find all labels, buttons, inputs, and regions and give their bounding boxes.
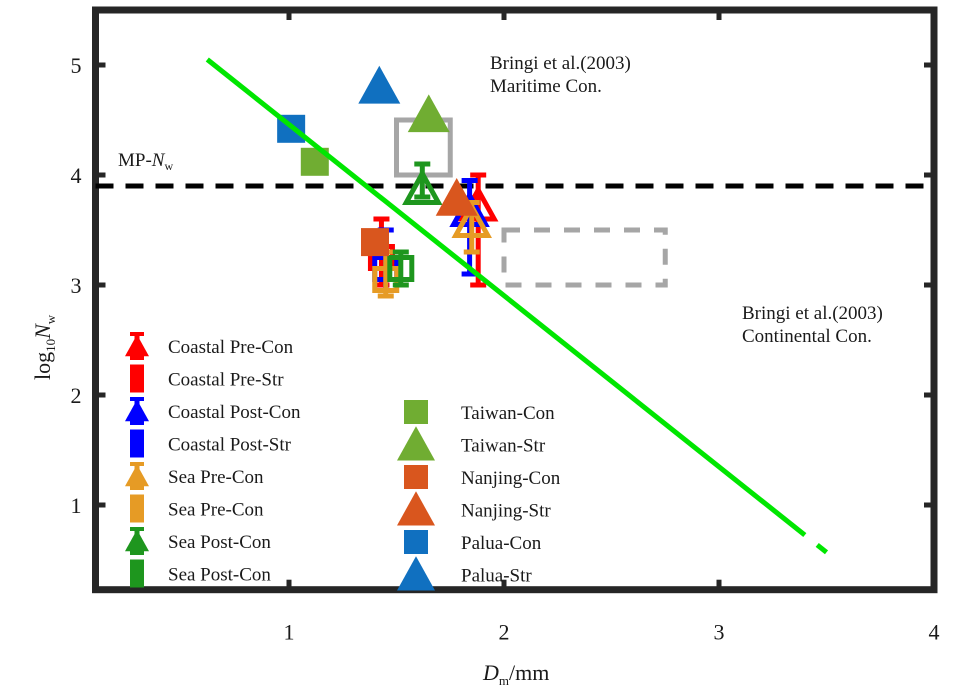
square-marker	[387, 255, 415, 282]
y-tick-label: 1	[71, 493, 82, 518]
x-tick-label: 4	[929, 620, 940, 645]
annotation-maritime-line1: Bringi et al.(2003)	[490, 53, 631, 74]
legend-label: Coastal Pre-Con	[168, 337, 294, 358]
legend-label: Coastal Post-Str	[168, 435, 292, 456]
legend-item: Nanjing-Con	[404, 465, 561, 489]
y-axis-title: log10Nw	[30, 314, 58, 380]
legend-label: Sea Post-Con	[168, 565, 271, 586]
legend-label: Palua-Con	[461, 533, 542, 554]
data-point-taiwan-str	[407, 94, 450, 133]
legend-label: Nanjing-Con	[461, 468, 561, 489]
legend-label: Coastal Post-Con	[168, 402, 301, 423]
legend-label: Taiwan-Con	[461, 403, 555, 424]
x-tick-label: 3	[714, 620, 725, 645]
legend-label: Palua-Str	[461, 566, 532, 587]
legend-item: Coastal Pre-Str	[130, 364, 284, 393]
triangle-marker	[402, 168, 443, 205]
legend-label: Taiwan-Str	[461, 436, 546, 457]
x-tick-label: 1	[284, 620, 295, 645]
y-tick-label: 2	[71, 383, 82, 408]
data-point-sea-post-con-square	[387, 249, 415, 288]
legend-triangle-marker	[125, 399, 149, 422]
legend-item: Taiwan-Str	[397, 426, 546, 461]
legend-item: Sea Pre-Con	[130, 494, 264, 523]
data-marks	[205, 57, 829, 555]
legend-triangle-marker	[125, 464, 149, 487]
continental-reference-box	[501, 227, 668, 288]
annotation-continental-line2: Continental Con.	[742, 326, 872, 347]
x-axis-title: Dm/mm	[482, 660, 549, 688]
legend-item: Nanjing-Str	[397, 491, 551, 526]
legend-item: Sea Pre-Con	[125, 462, 264, 490]
legend-square-marker	[404, 400, 428, 424]
axis-ticks: 1 2 3 4 1 2 3 4 5	[71, 10, 940, 645]
annotation-maritime-line2: Maritime Con.	[490, 76, 602, 97]
y-tick-label: 5	[71, 53, 82, 78]
legend-item: Palua-Str	[397, 556, 532, 591]
legend-label: Nanjing-Str	[461, 501, 551, 522]
data-point-sea-post-con-triangle	[402, 161, 443, 205]
legend-label: Sea Pre-Con	[168, 500, 264, 521]
legend-item: Sea Post-Con	[125, 527, 271, 555]
legend-item: Palua-Con	[404, 530, 542, 554]
y-tick-label: 4	[71, 163, 82, 188]
legend-square-marker	[130, 498, 144, 519]
legend-item: Coastal Post-Con	[125, 397, 301, 425]
legend-triangle-marker	[125, 334, 149, 357]
legend-item: Taiwan-Con	[404, 400, 555, 424]
data-point-nanjing-str	[435, 177, 478, 216]
legend-square-marker	[130, 563, 144, 584]
annotation-continental-line1: Bringi et al.(2003)	[742, 303, 883, 324]
legend-triangle-marker	[125, 529, 149, 552]
fit-line-end-segment	[815, 542, 829, 555]
legend-label: Sea Pre-Con	[168, 467, 264, 488]
x-tick-label: 2	[499, 620, 510, 645]
data-point-palua-str	[358, 65, 401, 104]
legend-triangle-marker	[397, 556, 435, 591]
legend-square-marker	[130, 433, 144, 454]
legend-label: Coastal Pre-Str	[168, 370, 284, 391]
legend-item: Coastal Pre-Con	[125, 332, 294, 360]
data-point-nanjing-con	[361, 228, 389, 257]
y-tick-label: 3	[71, 273, 82, 298]
legend-square-marker	[130, 368, 144, 389]
plot-frame	[92, 6, 938, 594]
legend-item: Sea Post-Con	[130, 559, 271, 588]
legend-item: Coastal Post-Str	[130, 429, 292, 458]
legend-square-marker	[404, 530, 428, 554]
legend-triangle-marker	[397, 426, 435, 461]
legend-label: Sea Post-Con	[168, 532, 271, 553]
legend-square-marker	[404, 465, 428, 489]
triangle-marker	[451, 201, 492, 238]
fit-line	[205, 57, 807, 538]
mp-nw-label: MP-Nw	[118, 150, 173, 173]
legend-triangle-marker	[397, 491, 435, 526]
plot-frame-border	[92, 6, 938, 594]
